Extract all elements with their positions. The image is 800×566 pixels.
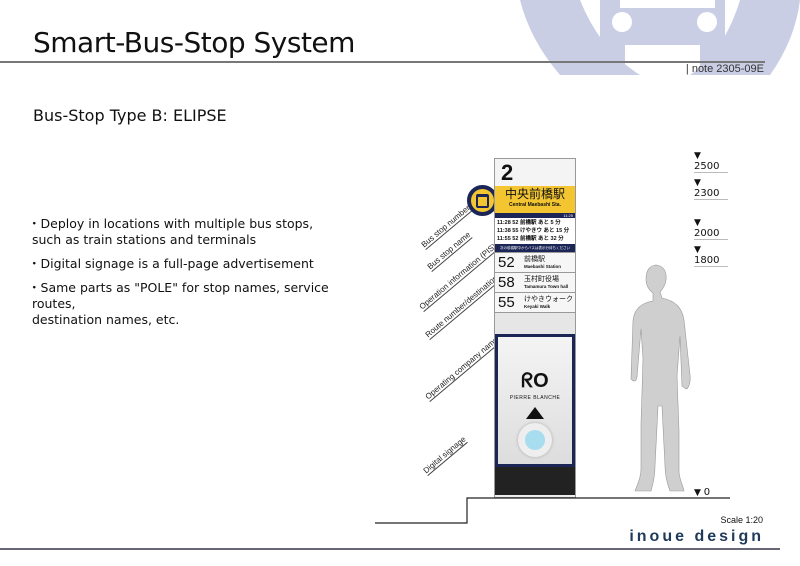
bus-stop-sign: 2 中央前橋駅 Central Maebashi Sta. 11:25 11:2…: [494, 158, 576, 498]
stop-name-en: Central Maebashi Sta.: [509, 202, 561, 208]
notice-bar: 次の前橋駅中からバスは表示分待ちください: [495, 244, 575, 252]
scale-label: Scale 1:20: [720, 515, 763, 525]
dimension-2500: 2500: [694, 150, 728, 173]
digital-signage-screen: ᖇO PIERRE BLANCHE: [495, 334, 575, 467]
stop-name-panel: 中央前橋駅 Central Maebashi Sta.: [495, 186, 575, 213]
brand-logo-icon: ᖇO: [521, 370, 549, 392]
sign-base: [495, 467, 575, 495]
person-silhouette-icon: [630, 264, 691, 492]
ad-tag-icon: [526, 407, 544, 419]
ad-product-image: [518, 423, 552, 457]
bus-watermark-icon: [520, 0, 800, 75]
stop-number: 2: [495, 159, 575, 186]
schedule-row: 11:38 55 けやきウ あと 15 分: [497, 228, 570, 234]
bullet-item: Same parts as "POLE" for stop names, ser…: [32, 280, 372, 328]
schedule-row: 11:28 52 前橋駅 あと 5 分: [497, 220, 561, 226]
label-operation-information: Operation information (PIS): [417, 241, 499, 312]
label-operating-company: Operating company name: [423, 335, 501, 402]
footer-divider: [0, 548, 780, 550]
schedule-row: 11:55 52 前橋駅 あと 32 分: [497, 236, 564, 242]
bullet-item: Digital signage is a full-page advertise…: [32, 256, 372, 272]
bullet-item: Deploy in locations with multiple bus st…: [32, 216, 372, 248]
ground-line: [375, 497, 730, 524]
dimension-1800: 1800: [694, 244, 728, 267]
note-number: | note 2305-09E: [685, 63, 764, 75]
header-divider: [0, 61, 765, 63]
dimension-2000: 2000: [694, 217, 728, 240]
section-subtitle: Bus-Stop Type B: ELIPSE: [33, 106, 227, 125]
label-route-number: Route number/destination: [423, 273, 501, 340]
clock: 11:25: [495, 213, 575, 218]
ad-brand: PIERRE BLANCHE: [509, 395, 561, 401]
schedule: 11:28 52 前橋駅 あと 5 分 11:38 55 けやきウ あと 15 …: [495, 218, 575, 244]
stop-name-jp: 中央前橋駅: [504, 187, 565, 201]
brand-logo: inoue design: [629, 528, 764, 545]
page-title: Smart-Bus-Stop System: [33, 26, 355, 59]
dimension-2300: 2300: [694, 177, 728, 200]
dimension-0: 0: [694, 487, 728, 498]
label-digital-signage: Digital signage: [421, 434, 469, 476]
